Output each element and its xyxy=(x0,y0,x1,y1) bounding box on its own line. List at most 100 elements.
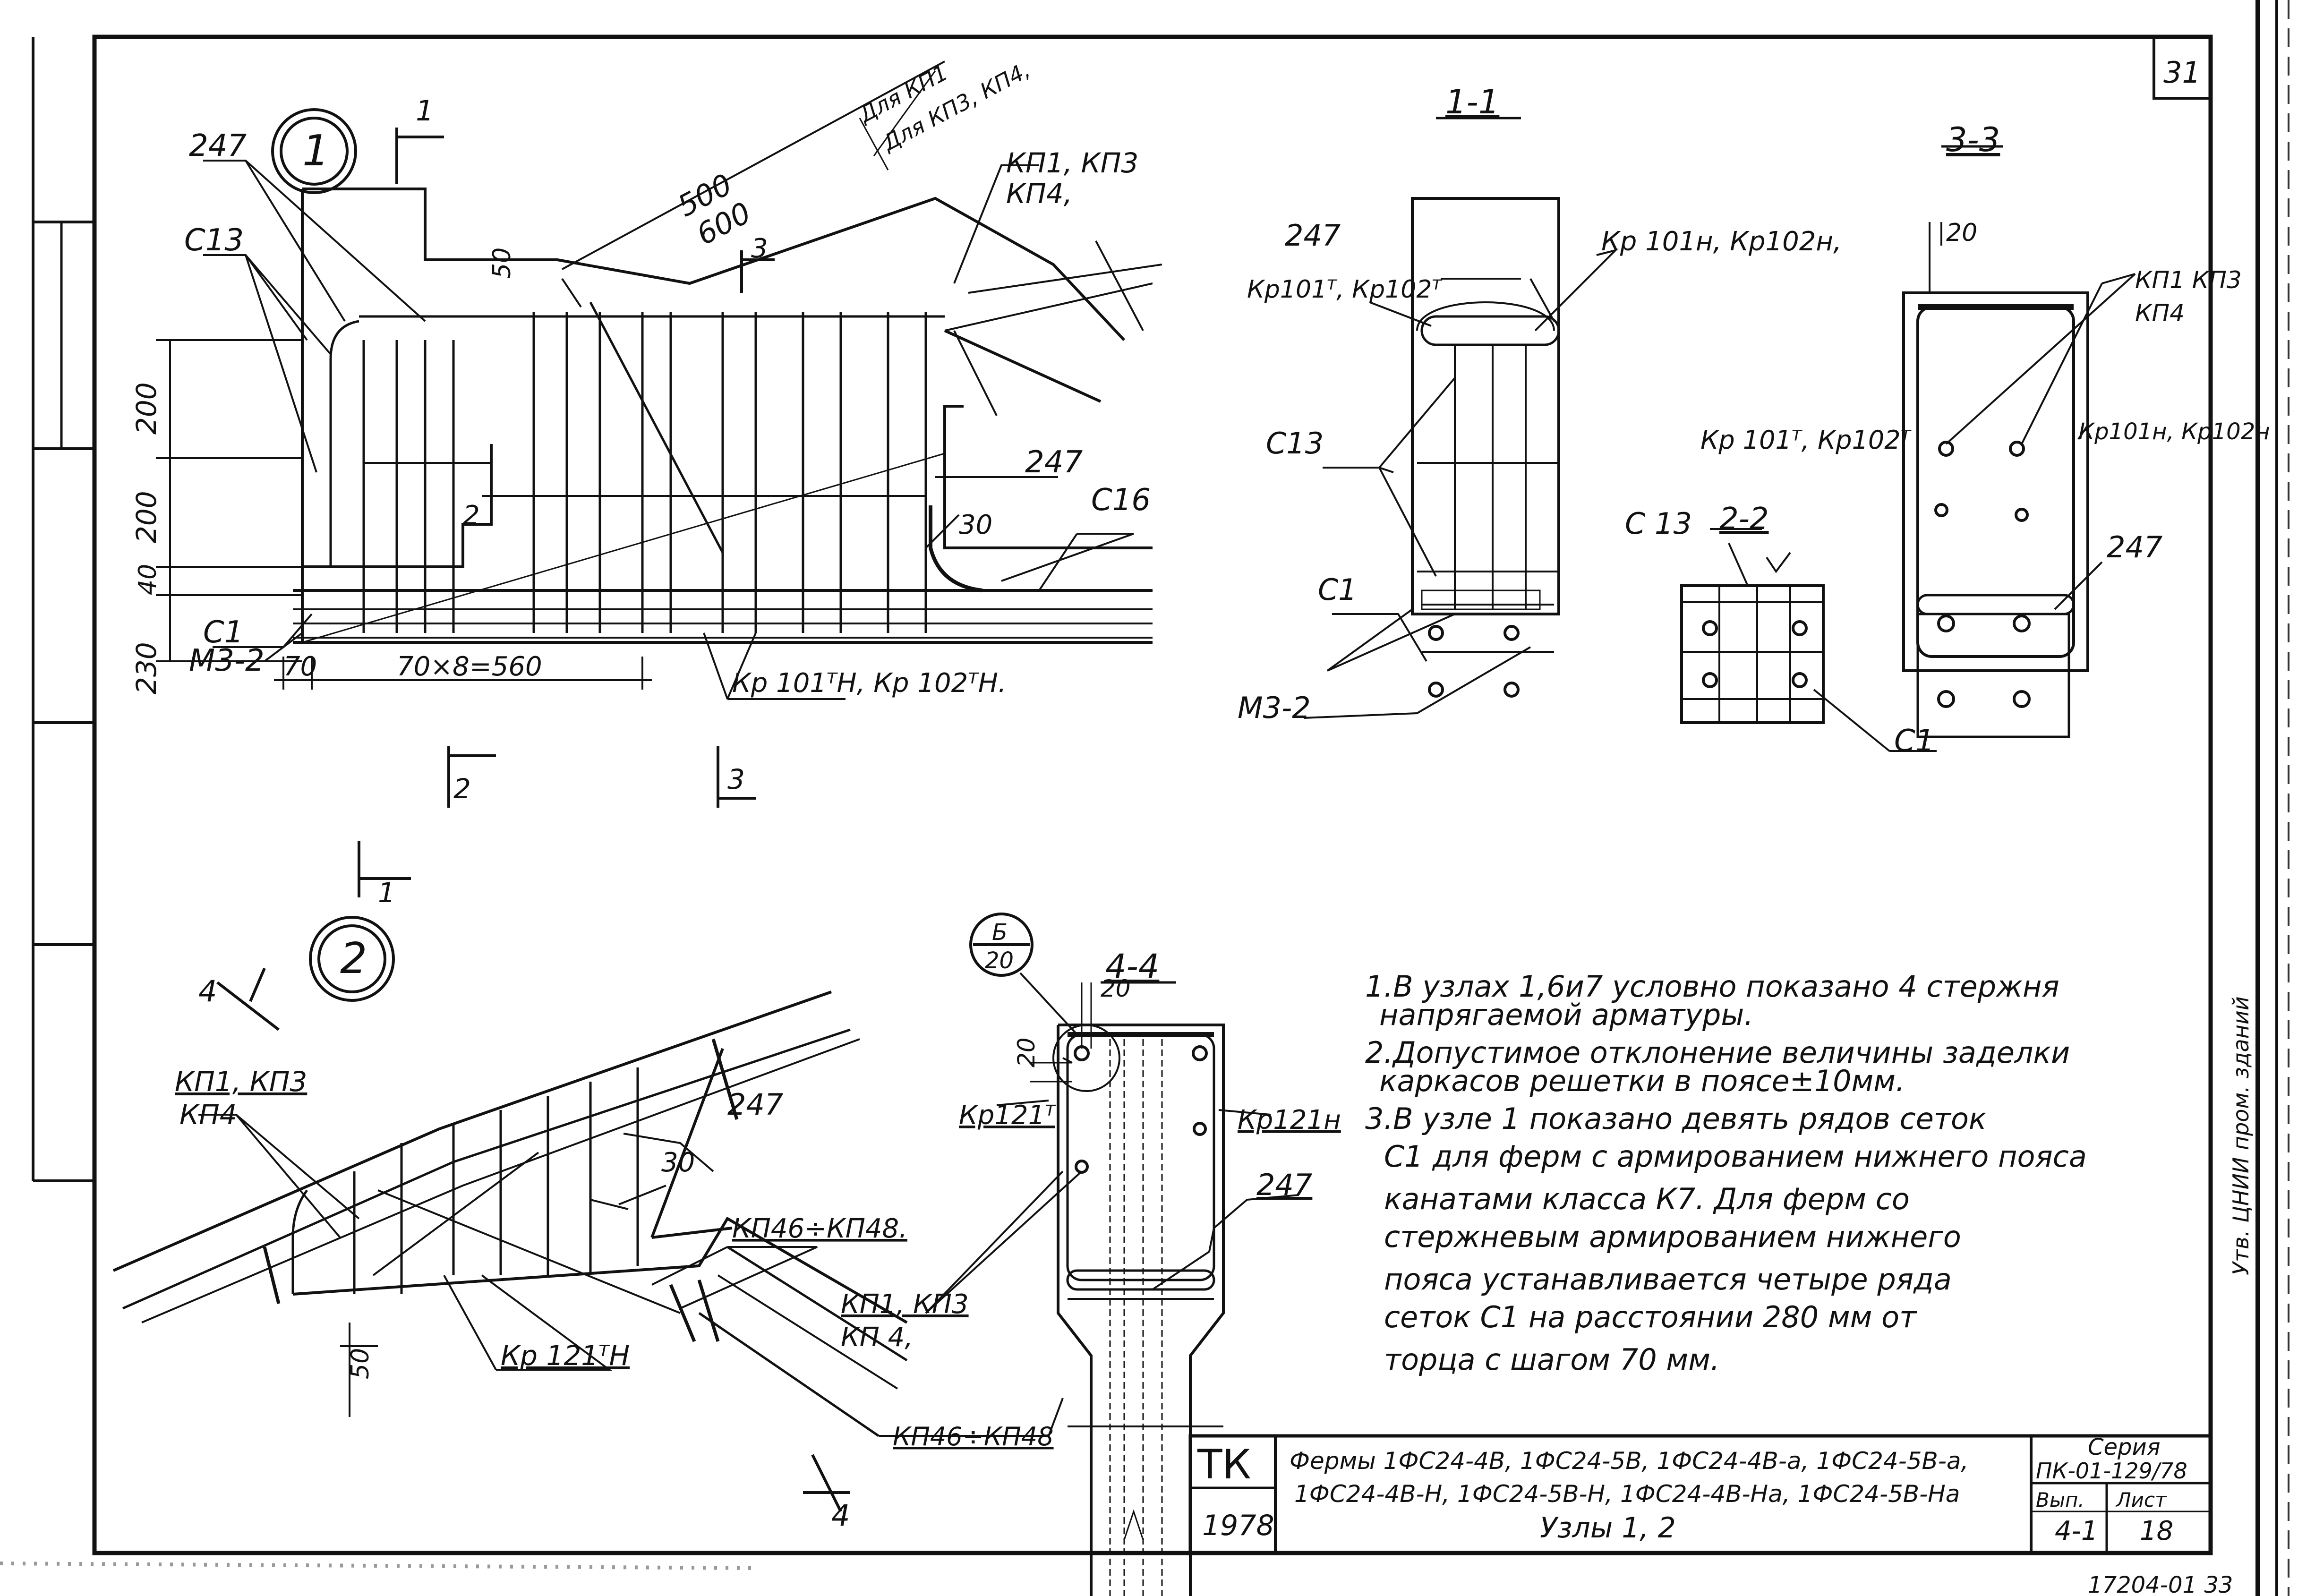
section-4-4-drawing xyxy=(879,913,1299,1596)
label-kp4: КП4, xyxy=(1006,178,1072,210)
note-line-5: 3.В узле 1 показано девять рядов сеток xyxy=(1365,1101,1987,1136)
s33-label-247: 247 xyxy=(2107,530,2162,564)
section-4-4-title: 4-4 xyxy=(1105,947,1159,986)
s33-label-kp1-kp3: КП1 КП3 xyxy=(2135,266,2242,294)
dim-200a: 200 xyxy=(130,382,162,435)
label-247: 247 xyxy=(189,128,247,163)
n2-dim-50: 50 xyxy=(346,1348,375,1379)
tb-vyp-value: 4-1 xyxy=(2055,1516,2098,1546)
s11-label-c13: С13 xyxy=(1266,426,1324,461)
label-c16: С16 xyxy=(1091,483,1151,518)
node-1-marker-number: 1 xyxy=(302,126,329,176)
n2-label-kp4: КП4 xyxy=(179,1099,237,1131)
section-2-2-labels: 2-2 С 13 С1 xyxy=(1625,502,1934,759)
label-kr101-bottom: Кр 101ᵀН, Кр 102ᵀН. xyxy=(732,668,1007,699)
s33-dim-20: 20 xyxy=(1946,219,1977,247)
note-line-7: канатами класса К7. Для ферм со xyxy=(1384,1182,1910,1216)
cut-4-bottom: 4 xyxy=(831,1498,850,1533)
callout-circle xyxy=(969,913,1034,977)
note-line-6: С1 для ферм с армированием нижнего пояса xyxy=(1384,1139,2087,1174)
label-kp1-kp3: КП1, КП3 xyxy=(1006,147,1138,179)
page-number-box xyxy=(2153,35,2212,100)
cut-1-1-top: 1 xyxy=(416,94,434,128)
dim-200b: 200 xyxy=(130,491,162,543)
tb-tk: ТК xyxy=(1197,1441,1251,1488)
tb-seria-value: ПК-01-129/78 xyxy=(2036,1458,2187,1484)
tb-line-3: Узлы 1, 2 xyxy=(1540,1511,1676,1545)
s44-label-247: 247 xyxy=(1256,1168,1312,1202)
s33-label-kp4: КП4 xyxy=(2135,299,2185,327)
dim-70: 70 xyxy=(283,651,317,682)
tb-vyp-label: Вып. xyxy=(2036,1488,2084,1511)
tb-year: 1978 xyxy=(1202,1509,1274,1542)
n2-label-247: 247 xyxy=(727,1087,783,1122)
dim-50: 50 xyxy=(488,248,516,279)
bottom-margin-code: 17204-01 33 xyxy=(2088,1572,2233,1596)
s44-label-kp46: КП46÷КП48 xyxy=(893,1422,1054,1451)
tb-line-1: Фермы 1ФС24-4В, 1ФС24-5В, 1ФС24-4В-а, 1Ф… xyxy=(1290,1447,1968,1475)
note-line-8: стержневым армированием нижнего xyxy=(1384,1220,1961,1254)
cut-3-bottom: 3 xyxy=(727,763,745,795)
section-3-3-labels: 3-3 20 КП1 КП3 КП4 Кр 101ᵀ, Кр102ᵀ Кр101… xyxy=(1700,120,2270,564)
node-1-drawing xyxy=(156,60,1162,897)
label-247b: 247 xyxy=(1025,445,1083,480)
node-2-marker-number: 2 xyxy=(340,934,367,983)
dim-70x8: 70×8=560 xyxy=(397,651,542,682)
n2-label-kr121: Кр 121ᵀН xyxy=(501,1340,630,1372)
section-3-3-drawing xyxy=(1902,145,2136,738)
label-m3-2: М3-2 xyxy=(189,643,265,678)
node-1-marker xyxy=(271,108,357,194)
section-1-1-labels: 1-1 247 Кр101ᵀ, Кр102ᵀ Кр 101н, Кр102н, … xyxy=(1238,83,1842,725)
node-1-labels: 1 1 247 С13 С1 М3-2 С16 247 КП1, КП3 КП4… xyxy=(130,57,1151,909)
n2-label-kp46: КП46÷КП48. xyxy=(732,1213,907,1244)
cut-2-bottom: 2 xyxy=(453,773,471,805)
note-line-3: 2.Допустимое отклонение величины заделки xyxy=(1365,1035,2070,1070)
note-line-1: 1.В узлах 1,6и7 условно показано 4 стерж… xyxy=(1365,969,2059,1004)
s22-label-c13: С 13 xyxy=(1625,506,1692,541)
sheet-frame xyxy=(92,34,2213,1555)
s44-label-kr121T: Кр121ᵀ xyxy=(959,1100,1056,1131)
cut-3-inside: 3 xyxy=(751,233,768,264)
tb-line-2: 1ФС24-4В-Н, 1ФС24-5В-Н, 1ФС24-4В-На, 1ФС… xyxy=(1294,1480,1960,1508)
callout-top: Б xyxy=(992,919,1008,946)
s33-label-krT: Кр 101ᵀ, Кр102ᵀ xyxy=(1700,425,1912,455)
s44-label-kp1-kp3: КП1, КП3 xyxy=(841,1289,969,1320)
section-1-1-title: 1-1 xyxy=(1445,83,1499,121)
dim-40: 40 xyxy=(134,564,162,595)
s11-label-m3-2: М3-2 xyxy=(1238,691,1311,725)
node-2-marker xyxy=(309,916,395,1002)
section-1-1-drawing xyxy=(1303,117,1619,719)
tb-list-value: 18 xyxy=(2140,1516,2173,1546)
section-2-2-drawing xyxy=(1680,528,1937,752)
section-3-3-title: 3-3 xyxy=(1946,120,2000,159)
tb-list-label: Лист xyxy=(2115,1488,2167,1511)
node-2-drawing xyxy=(112,916,908,1512)
note-line-2: напрягаемой арматуры. xyxy=(1379,998,1753,1032)
cut-4-top: 4 xyxy=(198,974,217,1008)
s44-dim-20b: 20 xyxy=(1013,1037,1040,1067)
note-line-10: сеток С1 на расстоянии 280 мм от xyxy=(1384,1300,1917,1334)
note-line-11: торца с шагом 70 мм. xyxy=(1384,1342,1720,1377)
s11-label-krT: Кр101ᵀ, Кр102ᵀ xyxy=(1247,275,1443,304)
note-line-4: каркасов решетки в поясе±10мм. xyxy=(1379,1064,1905,1098)
side-approval-text: Утв. ЦНИИ пром. зданий xyxy=(2228,996,2254,1275)
tb-seria-label: Серия xyxy=(2088,1434,2161,1460)
section-4-4-labels: 4-4 Б 20 20 20 Кр121ᵀ Кр121н 247 КП1, КП… xyxy=(841,919,1341,1451)
general-notes: 1.В узлах 1,6и7 условно показано 4 стерж… xyxy=(1365,969,2087,1377)
cut-1-bottom: 1 xyxy=(378,877,395,909)
label-c13: С13 xyxy=(184,223,244,258)
section-2-2-title: 2-2 xyxy=(1719,502,1769,537)
dim-30: 30 xyxy=(959,510,992,540)
s33-label-krH: Кр101н, Кр102н xyxy=(2078,418,2270,445)
s11-label-c1: С1 xyxy=(1318,572,1357,607)
s11-label-krH: Кр 101н, Кр102н, xyxy=(1601,226,1842,257)
dim-230: 230 xyxy=(130,642,162,694)
title-block xyxy=(1188,1434,2212,1555)
s44-dim-20a: 20 xyxy=(1101,975,1131,1002)
s44-label-kp4: КП 4, xyxy=(841,1322,913,1353)
note-line-9: пояса устанавливается четыре ряда xyxy=(1384,1262,1952,1297)
page-number: 31 xyxy=(2163,55,2201,90)
s44-label-kr121H: Кр121н xyxy=(1238,1105,1341,1135)
s11-label-247: 247 xyxy=(1285,218,1341,253)
